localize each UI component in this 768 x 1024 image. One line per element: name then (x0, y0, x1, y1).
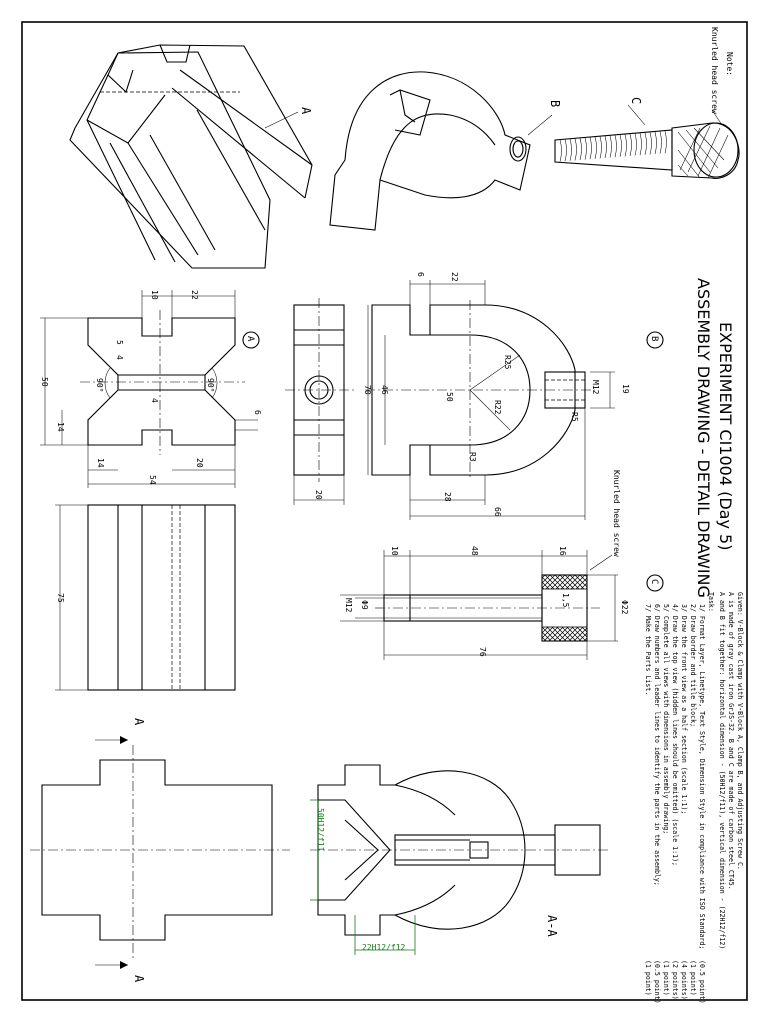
sheet-border (21, 21, 748, 1001)
iso-part-a (69, 44, 313, 269)
arrow-label-a2: A (132, 975, 146, 983)
dim-b-19: 19 (621, 384, 630, 394)
dim-c-76: 76 (478, 647, 487, 657)
iso-part-b (329, 71, 553, 231)
note-title: Note: (725, 52, 734, 76)
task-item: 6/ Draw numbers and leader lines to iden… (653, 604, 661, 886)
dim-a-4a: 4 (115, 355, 124, 360)
task-points: (2 points) (671, 960, 679, 1000)
label-part-a: A (299, 107, 313, 115)
task-points: (1 point) (662, 960, 670, 996)
dim-b-70: 70 (363, 385, 372, 395)
view-a-front (40, 290, 260, 488)
circle-label-a: A (245, 336, 255, 342)
task-item: 7/ Make the Parts List. (644, 604, 652, 695)
dim-c-15: 1,5 (561, 593, 570, 608)
dim-b-r3: R3 (468, 452, 477, 462)
dim-a-90b: 90° (206, 378, 215, 392)
task-item: 5/ Complete all views with dimensions in… (662, 604, 670, 834)
note-text: Knurled head screw (710, 27, 719, 114)
dim-b-22: 22 (450, 272, 459, 282)
dim-a-20: 20 (195, 458, 204, 468)
title-line-1: EXPERIMENT CI1004 (Day 5) (716, 322, 735, 550)
label-part-b: B (548, 100, 562, 107)
task-heading: Task: (707, 592, 715, 612)
dim-b-r25: R25 (503, 355, 512, 370)
view-b-front (365, 280, 664, 520)
dim-a-50: 50 (40, 377, 49, 387)
dim-a-90a: 90° (95, 378, 104, 392)
dim-c-16: 16 (558, 546, 567, 556)
task-points: (1 point) (644, 960, 652, 996)
task-points: (0.5 point) (698, 960, 706, 1004)
dim-b-r5: R5 (570, 412, 579, 422)
task-points: (4 points) (680, 960, 688, 1000)
view-b-side (285, 298, 354, 505)
dim-b-66: 66 (493, 507, 502, 517)
task-item: 1/ Format Layer, Linetype, Text Style, D… (698, 604, 706, 949)
dim-c-m12: M12 (344, 598, 353, 613)
view-a-side (55, 504, 236, 691)
dim-c-48: 48 (470, 546, 479, 556)
dim-c-phi22: Φ22 (620, 600, 629, 615)
dim-b-50: 50 (445, 392, 454, 402)
task-item: 3/ Draw the front view as a half section… (680, 604, 688, 814)
dim-b-46: 46 (380, 385, 389, 395)
dim-b-20: 20 (314, 490, 323, 500)
assembly-top-view (30, 736, 290, 969)
title-line-2: ASSEMBLY DRAWING - DETAIL DRAWING (694, 278, 713, 598)
given-line-1: Given: V-Block & Clamp with V-Block A, C… (736, 592, 744, 870)
dim-a-22: 22 (190, 290, 199, 300)
dim-a-14h: 14 (96, 458, 105, 468)
task-block: Given: V-Block & Clamp with V-Block A, C… (644, 592, 744, 1004)
task-item: 4/ Draw the top view (hidden lines shoul… (671, 604, 679, 866)
task-points: (1 point) (689, 960, 697, 996)
section-label: A-A (545, 915, 559, 937)
given-line-2: A is made of gray cast iron GrJS-32. B a… (727, 592, 735, 890)
dim-a-14v: 14 (56, 422, 65, 432)
dim-a-4b: 4 (150, 398, 159, 403)
iso-part-c (554, 104, 740, 179)
fit-50h12-f11: 50H12/f11 (316, 808, 325, 852)
dim-a-10: 10 (150, 290, 159, 300)
dim-b-6: 6 (416, 272, 425, 277)
label-part-c: C (629, 97, 643, 104)
task-points: (0.5 point) (653, 960, 661, 1004)
knurl-leader-label: Knurled head screw (612, 470, 621, 557)
assembly-section-aa (310, 764, 610, 955)
circle-label-b: B (649, 336, 659, 341)
given-line-3: A and B fit together: horizontal dimensi… (718, 592, 726, 949)
task-item: 2/ Draw border and title block; (689, 604, 697, 727)
dim-a-75: 75 (56, 593, 65, 603)
dim-a-6: 6 (253, 410, 262, 415)
dim-c-phi9: Φ9 (360, 600, 369, 610)
dim-a-54: 54 (148, 475, 157, 485)
circle-label-c: C (649, 579, 659, 584)
dim-a-5: 5 (115, 340, 124, 345)
dim-b-m12: M12 (591, 380, 600, 395)
dim-b-r22: R22 (493, 400, 502, 415)
view-c-screw (340, 550, 664, 660)
dim-b-28: 28 (443, 492, 452, 502)
arrow-label-a1: A (132, 718, 146, 726)
dim-c-10: 10 (390, 546, 399, 556)
fit-22h12-f12: 22H12/f12 (362, 943, 406, 952)
